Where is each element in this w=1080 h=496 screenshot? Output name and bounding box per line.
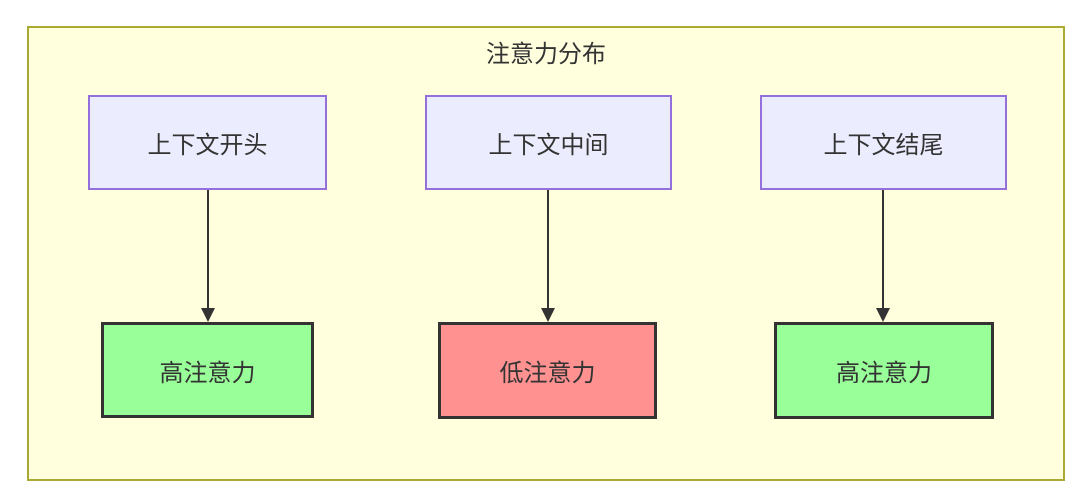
node-low-attention-label: 低注意力	[499, 359, 596, 387]
node-context-middle-label: 上下文中间	[488, 131, 609, 159]
node-context-start: 上下文开头	[88, 95, 327, 190]
node-low-attention: 低注意力	[438, 322, 657, 419]
node-context-end: 上下文结尾	[760, 95, 1007, 190]
node-high-attention-1: 高注意力	[101, 322, 314, 418]
edge-arrow-start-to-high	[201, 190, 215, 322]
subgraph-attention-distribution: 注意力分布 上下文开头 上下文中间 上下文结尾 高注意力 低注意力	[27, 26, 1065, 481]
node-high-attention-2-label: 高注意力	[836, 359, 932, 387]
node-context-end-label: 上下文结尾	[823, 131, 944, 159]
node-context-start-label: 上下文开头	[147, 131, 268, 159]
edge-arrow-end-to-high	[876, 190, 890, 322]
node-high-attention-2: 高注意力	[774, 322, 994, 419]
edge-arrow-middle-to-low	[541, 190, 555, 322]
node-context-middle: 上下文中间	[425, 95, 672, 190]
diagram-title: 注意力分布	[486, 40, 606, 68]
node-high-attention-1-label: 高注意力	[159, 358, 256, 387]
